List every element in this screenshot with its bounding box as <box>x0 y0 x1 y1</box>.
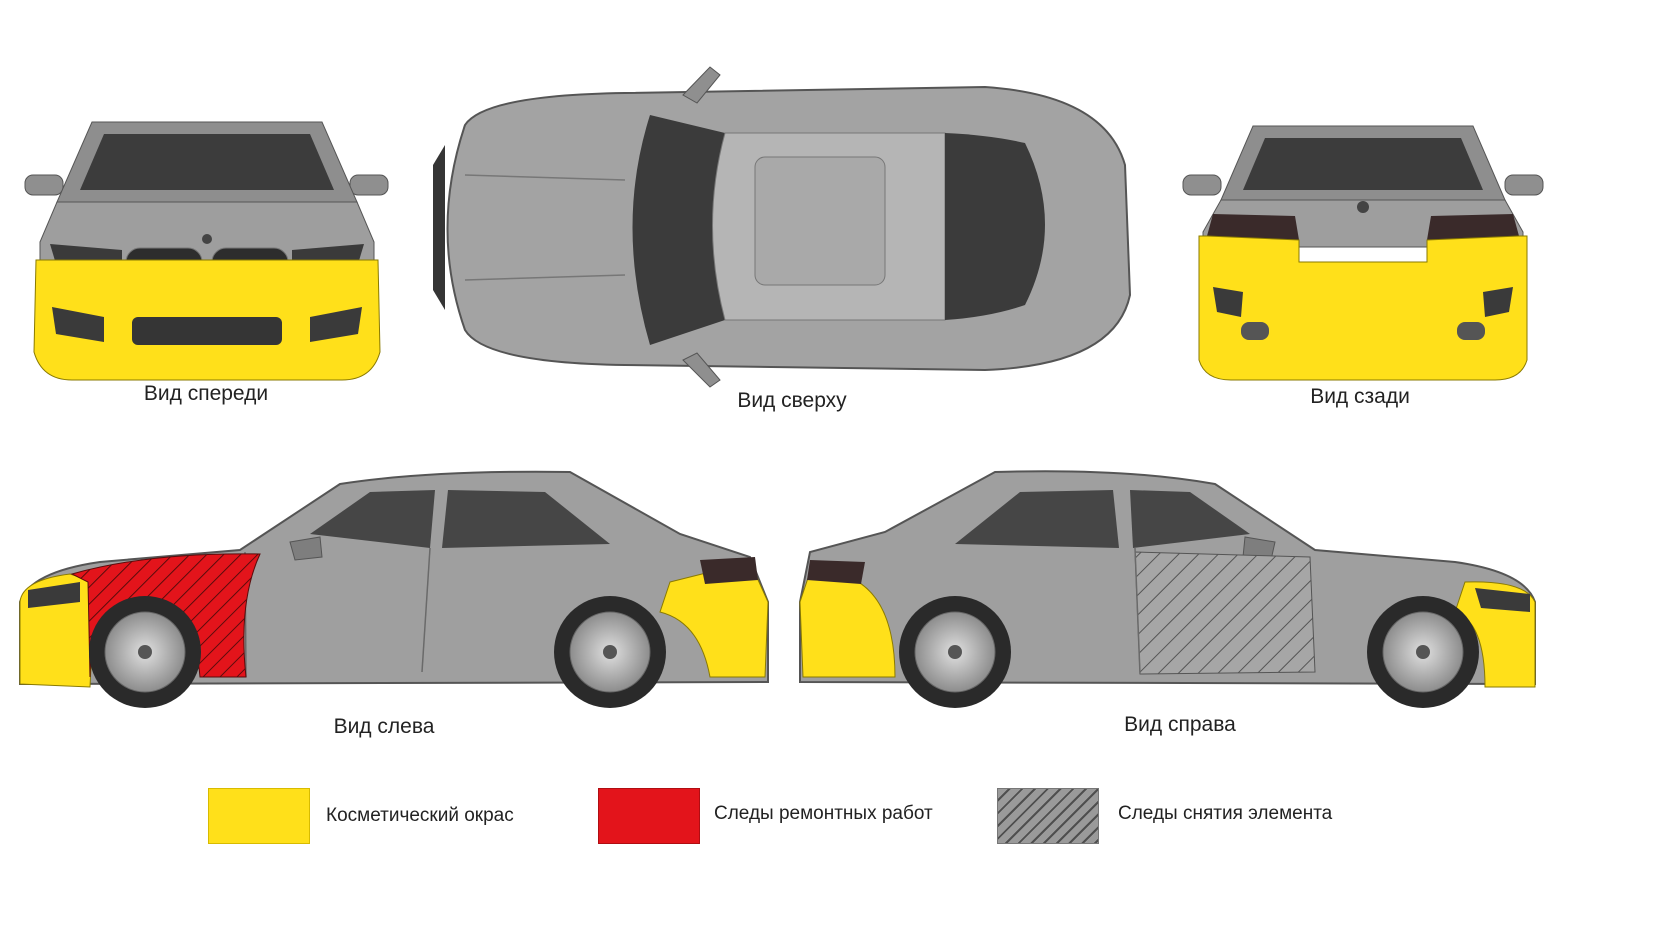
legend-label-cosmetic: Косметический окрас <box>326 805 514 826</box>
left-side-mirror <box>289 536 323 561</box>
top-right-mirror <box>682 352 721 388</box>
rear-brand-badge <box>1357 201 1369 213</box>
right-front-door-removed <box>1134 551 1316 675</box>
rear-bumper-cosmetic <box>1198 235 1528 381</box>
top-windshield <box>632 115 725 345</box>
right-view-caption: Вид справа <box>1124 713 1236 736</box>
left-exhaust <box>1241 322 1269 340</box>
right-front-window <box>1130 490 1250 548</box>
right-taillight <box>1427 214 1519 240</box>
left-rear-window <box>442 490 610 548</box>
left-view-caption: Вид слева <box>333 715 435 738</box>
front-view-caption: Вид спереди <box>143 382 269 405</box>
rear-left-mirror <box>1182 174 1222 196</box>
left-taillight-side <box>700 557 758 584</box>
left-rear-bumper-cosmetic <box>659 561 769 678</box>
right-view <box>795 462 1545 724</box>
left-front-window <box>310 490 435 548</box>
right-rear-window <box>955 490 1119 548</box>
legend-swatch-removed <box>997 788 1099 844</box>
legend-swatch-cosmetic <box>208 788 310 844</box>
front-car-illustration <box>24 121 389 381</box>
sunroof <box>754 156 886 286</box>
left-fog-vent <box>52 307 104 342</box>
top-view <box>425 65 1140 390</box>
right-exhaust <box>1457 322 1485 340</box>
right-headlight-side <box>1475 588 1530 612</box>
top-left-mirror <box>682 66 721 104</box>
lower-grille <box>132 317 282 345</box>
rear-right-mirror <box>1504 174 1544 196</box>
rear-car-illustration <box>1182 125 1544 381</box>
top-grille <box>433 145 445 310</box>
front-view <box>22 112 392 387</box>
right-mirror <box>349 174 389 196</box>
legend-label-removed: Следы снятия элемента <box>1118 803 1333 824</box>
rear-view <box>1182 112 1544 384</box>
top-car-illustration <box>433 66 1132 388</box>
left-view <box>10 462 775 724</box>
legend-swatch-repair <box>598 788 700 844</box>
rear-window <box>1243 138 1483 190</box>
right-taillight-side <box>807 560 865 584</box>
rear-left-reflector <box>1213 287 1243 317</box>
left-mirror <box>24 174 64 196</box>
windshield <box>80 134 334 190</box>
rear-view-caption: Вид сзади <box>1310 385 1410 408</box>
left-headlight-side <box>28 582 80 608</box>
top-view-caption: Вид сверху <box>737 389 847 412</box>
right-car-illustration <box>799 470 1536 708</box>
brand-badge <box>202 234 212 244</box>
right-fog-vent <box>310 307 362 342</box>
rear-right-reflector <box>1483 287 1513 317</box>
left-car-illustration <box>19 470 769 708</box>
legend-label-repair: Следы ремонтных работ <box>714 803 933 824</box>
left-taillight <box>1207 214 1299 240</box>
top-rear-window <box>945 133 1045 320</box>
